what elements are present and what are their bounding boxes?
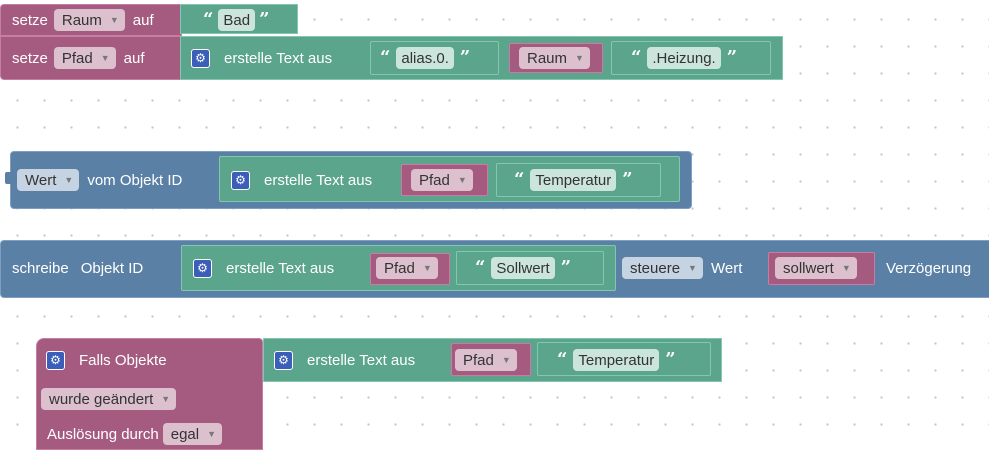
gear-icon[interactable]: ⚙ (231, 170, 250, 190)
dropdown-value: steuere (630, 259, 681, 277)
dropdown-caret-icon: ▼ (457, 175, 467, 185)
dropdown-caret-icon: ▼ (64, 175, 74, 185)
join-label: erstelle Text aus (226, 259, 335, 277)
quote-open-icon: “ (380, 47, 391, 68)
gear-icon[interactable]: ⚙ (193, 258, 212, 278)
dropdown-value: sollwert (783, 259, 834, 277)
quote-open-icon: “ (514, 169, 525, 190)
quote-close-icon: ” (560, 257, 572, 278)
dropdown-caret-icon: ▼ (100, 53, 110, 63)
text-field-temperatur[interactable]: Temperatur (530, 169, 617, 191)
dropdown-value: Pfad (419, 171, 450, 189)
text-field-sollwert[interactable]: Sollwert (491, 257, 555, 279)
join-label: erstelle Text aus (307, 351, 416, 369)
variable-dropdown-sollwert[interactable]: sollwert ▼ (775, 257, 857, 279)
dropdown-value: Pfad (463, 351, 494, 369)
value-label: Wert (710, 259, 743, 277)
quote-open-icon: “ (475, 257, 486, 278)
text-field-heizung[interactable]: .Heizung. (647, 47, 721, 69)
attribute-dropdown-wert[interactable]: Wert ▼ (17, 169, 80, 191)
variable-dropdown-pfad[interactable]: Pfad ▼ (53, 47, 116, 69)
join-label: erstelle Text aus (264, 171, 373, 189)
quote-close-icon: ” (459, 47, 471, 68)
dropdown-caret-icon: ▼ (575, 53, 584, 63)
trigger-source-label: Auslösung durch (47, 425, 159, 443)
dropdown-caret-icon: ▼ (109, 15, 119, 25)
dropdown-value: Pfad (384, 259, 415, 277)
dropdown-caret-icon: ▼ (688, 263, 697, 273)
dropdown-value: Wert (25, 171, 57, 189)
dropdown-caret-icon: ▼ (161, 394, 171, 404)
variable-dropdown-raum[interactable]: Raum ▼ (519, 47, 590, 69)
gear-icon[interactable]: ⚙ (274, 350, 293, 370)
quote-open-icon: “ (631, 47, 642, 68)
dropdown-caret-icon: ▼ (422, 263, 432, 273)
object-id-label: Objekt ID (80, 259, 144, 277)
variable-dropdown-pfad[interactable]: Pfad ▼ (376, 257, 438, 279)
text-field-bad[interactable]: Bad (218, 9, 256, 31)
source-dropdown[interactable]: egal ▼ (162, 423, 223, 445)
dropdown-value: Raum (527, 49, 568, 67)
dropdown-value: Pfad (61, 49, 93, 67)
variable-dropdown-raum[interactable]: Raum ▼ (53, 9, 125, 31)
dropdown-caret-icon: ▼ (841, 263, 851, 273)
join-label: erstelle Text aus (224, 49, 333, 67)
variable-dropdown-pfad[interactable]: Pfad ▼ (411, 169, 473, 191)
quote-open-icon: “ (557, 349, 568, 370)
mode-dropdown-steuere[interactable]: steuere ▼ (622, 257, 703, 279)
dropdown-value: egal (170, 425, 200, 443)
quote-close-icon: ” (259, 9, 270, 30)
text-field-temperatur[interactable]: Temperatur (573, 349, 660, 371)
text-field-alias[interactable]: alias.0. (396, 47, 454, 69)
dropdown-caret-icon: ▼ (207, 429, 217, 439)
object-id-label: vom Objekt ID (87, 171, 183, 189)
set-label: setze (12, 11, 48, 29)
gear-icon[interactable]: ⚙ (191, 48, 210, 68)
gear-icon[interactable]: ⚙ (46, 350, 65, 370)
quote-close-icon: ” (726, 47, 738, 68)
output-tab (5, 172, 13, 184)
dropdown-value: wurde geändert (49, 390, 154, 408)
delay-label: Verzögerung (886, 259, 972, 277)
quote-close-icon: ” (622, 169, 633, 190)
condition-dropdown[interactable]: wurde geändert ▼ (41, 388, 177, 410)
dropdown-value: Raum (61, 11, 102, 29)
to-label: auf (123, 49, 145, 67)
to-label: auf (132, 11, 154, 29)
quote-open-icon: “ (203, 9, 214, 30)
dropdown-caret-icon: ▼ (501, 355, 511, 365)
variable-dropdown-pfad[interactable]: Pfad ▼ (455, 349, 517, 371)
write-label: schreibe (12, 259, 69, 277)
quote-close-icon: ” (665, 349, 676, 370)
set-label: setze (12, 49, 48, 67)
trigger-label: Falls Objekte (79, 351, 167, 369)
